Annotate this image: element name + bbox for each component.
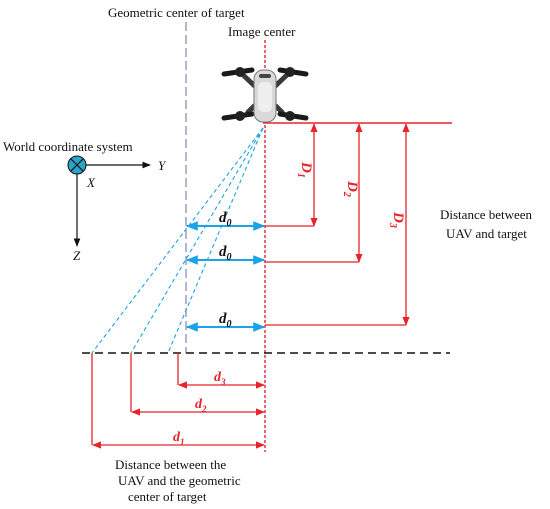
d0-label-1: d0 <box>219 210 232 229</box>
axis-y-label: Y <box>158 158 167 173</box>
dist-uav-target-label-2: UAV and target <box>446 226 527 241</box>
axis-z-label: Z <box>73 248 81 263</box>
dist-geo-label-2: UAV and the geometric <box>118 473 241 488</box>
world-origin-icon <box>67 155 87 175</box>
d1-label: d1 <box>173 430 185 447</box>
d0-label-2: d0 <box>219 244 232 263</box>
dist-uav-target-label-1: Distance between <box>440 207 533 222</box>
geometric-center-label: Geometric center of target <box>108 5 245 20</box>
D3-symbol: D3 <box>387 211 406 228</box>
dist-geo-label-3: center of target <box>128 489 207 504</box>
d0-label-3: d0 <box>219 311 232 330</box>
axis-x-label: X <box>86 175 96 190</box>
d2-label: d2 <box>195 397 207 414</box>
d3-label: d3 <box>214 370 226 387</box>
world-coord-label: World coordinate system <box>3 139 133 154</box>
drone-icon <box>221 67 309 123</box>
D1-symbol: D1 <box>295 161 314 178</box>
image-center-label: Image center <box>228 24 296 39</box>
camera-rays <box>91 127 264 354</box>
dist-geo-label-1: Distance between the <box>115 457 226 472</box>
D2-symbol: D2 <box>341 180 360 197</box>
